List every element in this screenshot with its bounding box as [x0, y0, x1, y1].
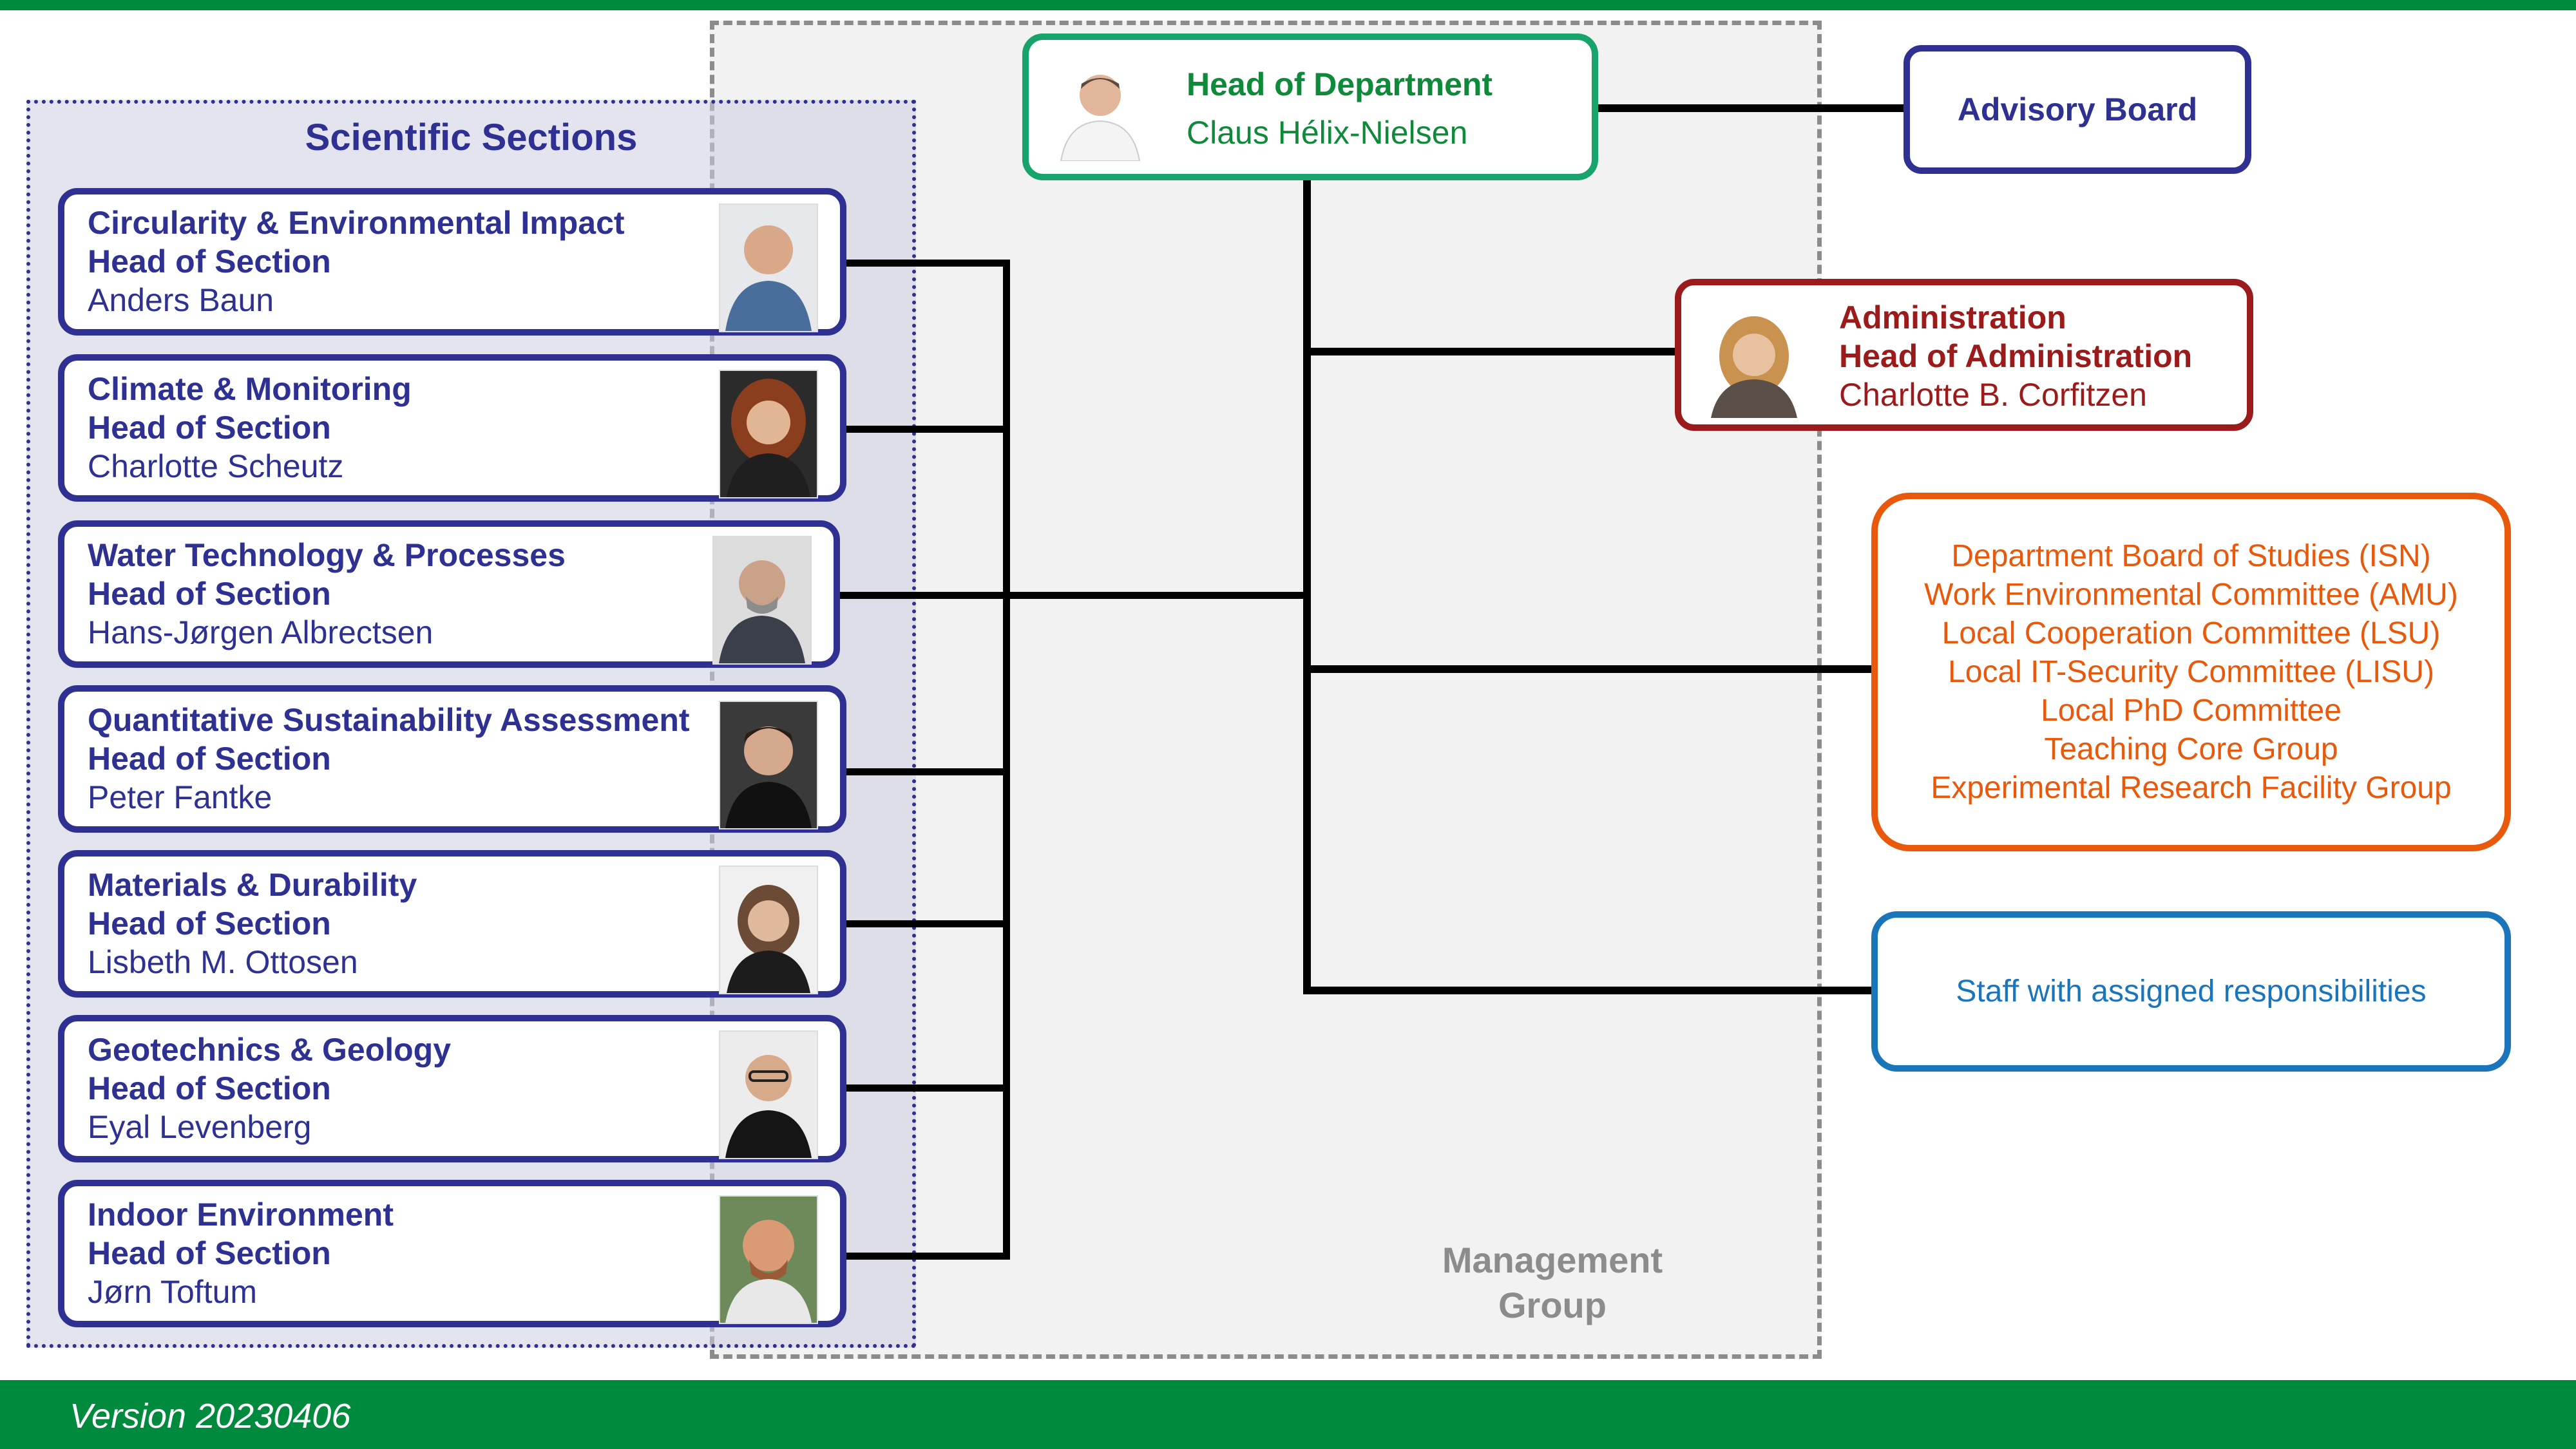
- section-role: Head of Section: [88, 1235, 331, 1271]
- committee-item: Local Cooperation Committee (LSU): [1942, 616, 2441, 650]
- connector-advisory-board: [1598, 104, 1905, 112]
- person-photo: [719, 1195, 818, 1324]
- section-role: Head of Section: [88, 905, 331, 942]
- section-head: Eyal Levenberg: [88, 1109, 312, 1145]
- section-role: Head of Section: [88, 576, 331, 612]
- staff-label: Staff with assigned responsibilities: [1956, 974, 2427, 1009]
- connector-section-3: [840, 592, 1010, 599]
- section-head: Charlotte Scheutz: [88, 448, 344, 484]
- connector-section-2: [846, 426, 1010, 433]
- main-trunk-vertical: [1303, 180, 1311, 994]
- committee-item: Local PhD Committee: [2041, 693, 2342, 728]
- committee-item: Department Board of Studies (ISN): [1951, 538, 2431, 573]
- section-name: Circularity & Environmental Impact: [88, 205, 625, 241]
- person-photo: [1052, 58, 1149, 161]
- section-name: Water Technology & Processes: [88, 537, 566, 573]
- person-photo: [719, 204, 818, 332]
- committees-box: Department Board of Studies (ISN) Work E…: [1871, 493, 2511, 851]
- section-head: Hans-Jørgen Albrectsen: [88, 614, 434, 650]
- connector-staff: [1303, 987, 1873, 994]
- person-photo: [719, 1030, 818, 1159]
- person-photo: [719, 701, 818, 829]
- head-of-department-box: Head of Department Claus Hélix-Nielsen: [1022, 33, 1598, 180]
- connector-section-5: [846, 920, 1010, 927]
- connector-committees: [1303, 665, 1873, 673]
- person-photo: [712, 536, 812, 665]
- section-name: Geotechnics & Geology: [88, 1032, 452, 1068]
- committee-item: Teaching Core Group: [2044, 732, 2338, 766]
- connector-section-1: [846, 260, 1010, 267]
- head-of-department-person: Claus Hélix-Nielsen: [1187, 115, 1468, 151]
- top-green-bar: [0, 0, 2576, 10]
- head-of-department-role: Head of Department: [1187, 66, 1493, 102]
- connector-section-7: [846, 1253, 1010, 1260]
- section-name: Indoor Environment: [88, 1197, 394, 1233]
- administration-name: Administration: [1839, 299, 2066, 336]
- section-head: Anders Baun: [88, 282, 274, 318]
- section-role: Head of Section: [88, 410, 331, 446]
- section-head: Peter Fantke: [88, 779, 272, 815]
- administration-role: Head of Administration: [1839, 338, 2193, 374]
- connector-administration: [1303, 348, 1676, 355]
- scientific-sections-title: Scientific Sections: [305, 117, 638, 158]
- administration-person: Charlotte B. Corfitzen: [1839, 377, 2147, 413]
- connector-section-4: [846, 768, 1010, 775]
- section-role: Head of Section: [88, 1070, 331, 1106]
- connector-section-6: [846, 1084, 1010, 1092]
- committee-item: Experimental Research Facility Group: [1931, 770, 2452, 805]
- person-photo: [719, 370, 818, 498]
- committee-item: Work Environmental Committee (AMU): [1924, 577, 2458, 612]
- advisory-board-label: Advisory Board: [1957, 91, 2198, 128]
- committee-item: Local IT-Security Committee (LISU): [1948, 654, 2434, 689]
- person-photo: [719, 866, 818, 994]
- section-bus-vertical: [1003, 260, 1010, 1260]
- connector-sections-to-trunk: [1003, 592, 1310, 599]
- staff-box: Staff with assigned responsibilities: [1871, 911, 2511, 1072]
- management-group-label-line1: Management: [1442, 1240, 1663, 1280]
- section-name: Materials & Durability: [88, 867, 417, 903]
- management-group-label-line2: Group: [1498, 1285, 1607, 1325]
- advisory-board-box: Advisory Board: [1903, 45, 2251, 174]
- person-photo: [1703, 305, 1805, 418]
- section-role: Head of Section: [88, 741, 331, 777]
- section-head: Lisbeth M. Ottosen: [88, 944, 358, 980]
- version-label: Version 20230406: [70, 1397, 351, 1435]
- footer-bar: [0, 1380, 2576, 1449]
- section-name: Quantitative Sustainability Assessment: [88, 702, 690, 738]
- section-name: Climate & Monitoring: [88, 371, 412, 407]
- section-head: Jørn Toftum: [88, 1274, 258, 1310]
- section-role: Head of Section: [88, 243, 331, 279]
